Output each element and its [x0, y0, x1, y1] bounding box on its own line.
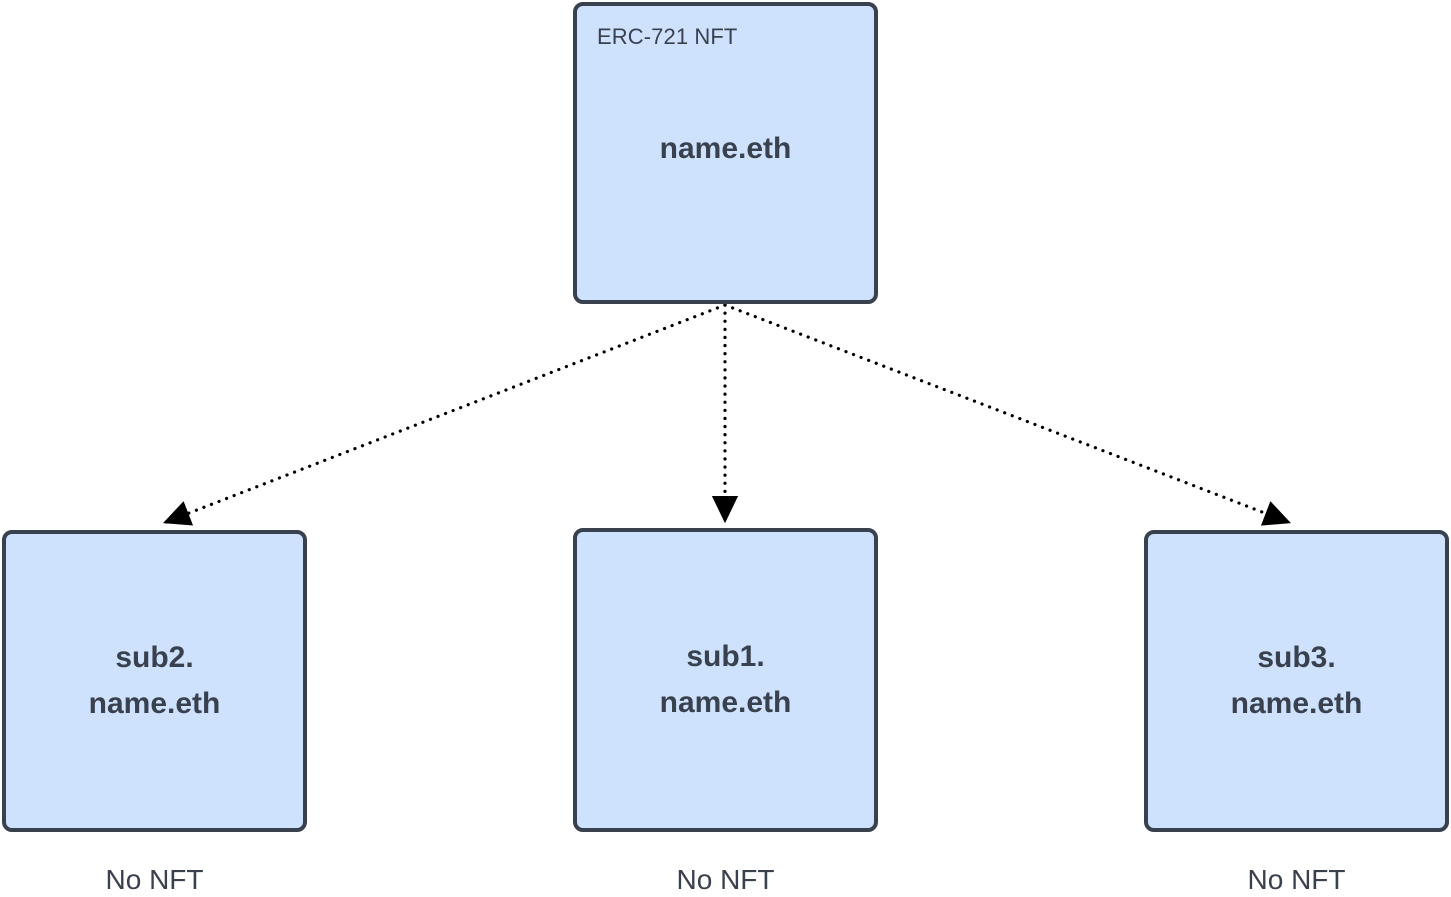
edge-root-to-sub2 [163, 303, 727, 526]
node-label-sub1-name-eth: sub1. name.eth [659, 640, 792, 719]
caption-sub1-no-nft: No NFT [676, 864, 775, 895]
edge-root-to-sub3 [723, 303, 1291, 526]
caption-sub3-no-nft: No NFT [1247, 864, 1346, 895]
node-sub2-name-eth[interactable]: sub2. name.eth [2, 530, 307, 832]
node-sub3-name-eth[interactable]: sub3. name.eth [1144, 530, 1449, 832]
node-label-name-eth: name.eth [659, 132, 792, 165]
node-name-eth[interactable]: ERC-721 NFT name.eth [573, 2, 878, 304]
caption-sub2-no-nft: No NFT [105, 864, 204, 895]
node-sub1-name-eth[interactable]: sub1. name.eth [573, 528, 878, 832]
node-badge-erc721: ERC-721 NFT [597, 24, 738, 49]
node-label-sub2-name-eth: sub2. name.eth [88, 641, 221, 720]
node-label-sub3-name-eth: sub3. name.eth [1230, 641, 1363, 720]
